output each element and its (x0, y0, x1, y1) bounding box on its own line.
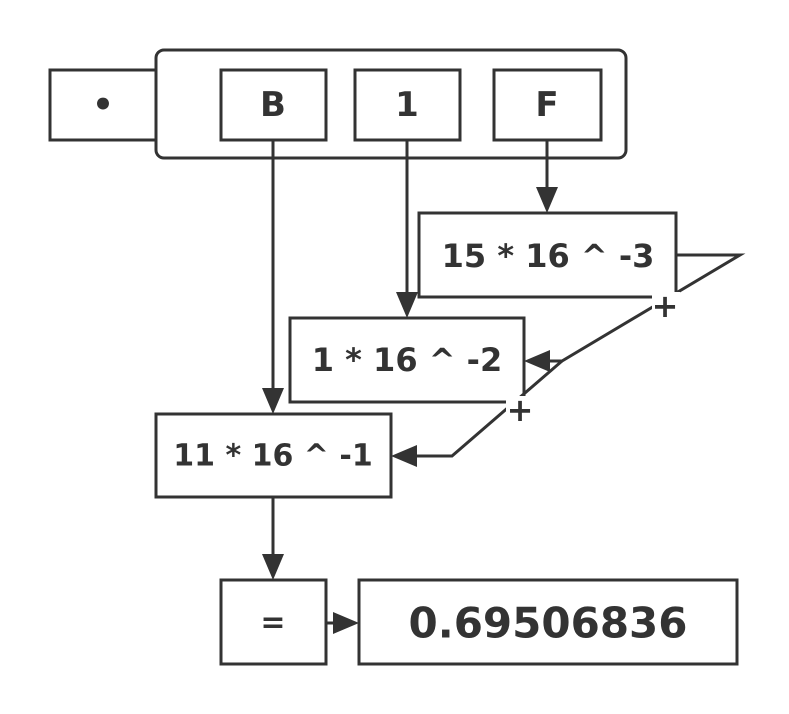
hex-digit-b-label: B (260, 85, 286, 125)
term-b-node: 11 * 16 ^ -1 (154, 412, 393, 499)
plus-operator-upper: + (652, 287, 679, 325)
connector-1-to-term (396, 140, 418, 318)
radix-point-node: • (48, 68, 158, 142)
term-1-node: 1 * 16 ^ -2 (288, 316, 526, 404)
equals-node: = (219, 578, 328, 666)
connector-f-to-term (536, 140, 558, 213)
equals-label: = (260, 606, 285, 641)
connector-equals-to-result (326, 612, 359, 634)
term-b-label: 11 * 16 ^ -1 (173, 439, 372, 474)
hex-digit-1-node: 1 (353, 68, 462, 142)
connector-b-to-term (262, 140, 284, 414)
term-f-node: 15 * 16 ^ -3 (417, 211, 678, 299)
radix-point-label: • (92, 85, 114, 125)
hex-digit-f-node: F (492, 68, 603, 142)
result-label: 0.69506836 (409, 599, 688, 648)
sum-lower-connector (391, 359, 563, 467)
sum-upper-connector (524, 253, 746, 372)
connector-term-to-equals (262, 497, 284, 580)
hex-digit-f-label: F (535, 85, 558, 125)
plus-operator-lower: + (507, 391, 534, 429)
hex-digit-1-label: 1 (395, 85, 419, 125)
result-node: 0.69506836 (357, 578, 739, 666)
hex-digit-b-node: B (219, 68, 328, 142)
term-1-label: 1 * 16 ^ -2 (312, 341, 502, 379)
term-f-label: 15 * 16 ^ -3 (442, 237, 655, 275)
